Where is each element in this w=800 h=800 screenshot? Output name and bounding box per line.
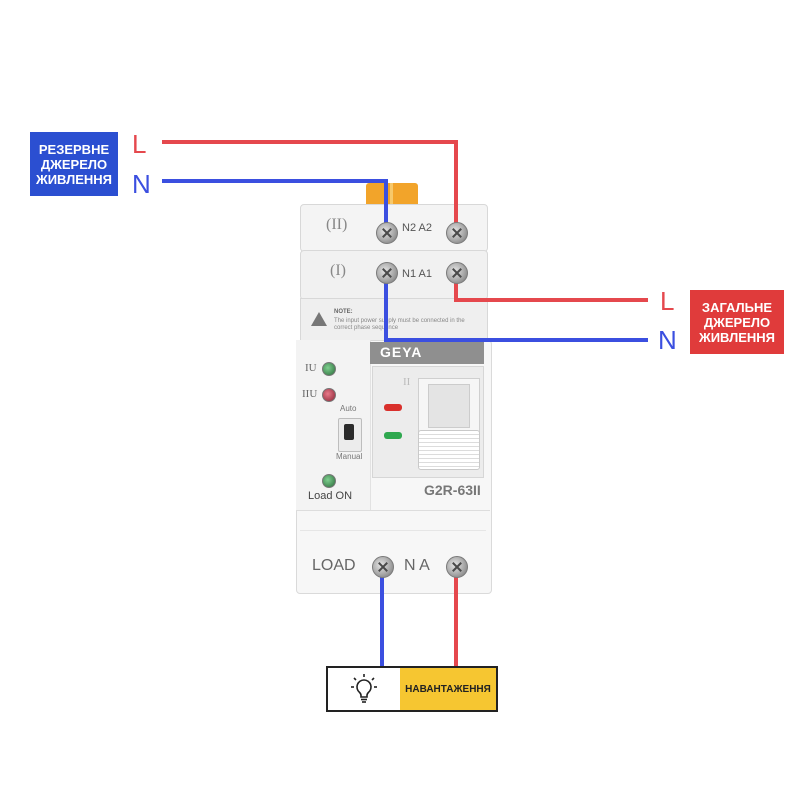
lower-separator: [296, 510, 490, 511]
switch-label-manual: Manual: [336, 452, 363, 461]
main-source-label: ЗАГАЛЬНЕ ДЖЕРЕЛО ЖИВЛЕННЯ: [698, 299, 776, 345]
model-label: G2R-63II: [424, 482, 481, 498]
lightbulb-icon: [351, 674, 377, 703]
backup-line-letter: L: [132, 129, 147, 159]
indicator-red: [384, 404, 402, 411]
bottom-load-label: LOAD: [312, 557, 356, 574]
note-text: The input power supply must be connected…: [334, 318, 465, 331]
orange-clip-divider: [390, 183, 393, 205]
terminal-a2: [446, 222, 468, 244]
load-label-cell: НАВАНТАЖЕННЯ: [400, 668, 496, 710]
load-on-label: Load ON: [308, 490, 353, 502]
load-on-led: [322, 474, 336, 488]
backup-neutral-letter: N: [132, 169, 151, 199]
backup-source-label: РЕЗЕРВНЕ ДЖЕРЕЛО ЖИВЛЕННЯ: [35, 141, 113, 187]
backup-source-box: РЕЗЕРВНЕ ДЖЕРЕЛО ЖИВЛЕННЯ: [30, 132, 118, 196]
main-line-letter: L: [660, 286, 675, 316]
bottom-na-label: N A: [404, 557, 430, 574]
mark-top-2: (I): [330, 262, 346, 279]
auto-manual-switch-knob: [344, 424, 354, 440]
note-title: NOTE:: [334, 309, 353, 315]
brand-label: GEYA: [380, 344, 423, 360]
terminal-a1: [446, 262, 468, 284]
auto-manual-switch[interactable]: [338, 418, 362, 452]
backup-line-wire: [162, 140, 458, 232]
indicator-green: [384, 432, 402, 439]
terminal-n1: [376, 262, 398, 284]
brand-band: [370, 342, 484, 364]
terminal-label-top-2: N1 A1: [402, 268, 432, 280]
main-neutral-letter: N: [658, 325, 677, 355]
note-panel: [300, 298, 488, 342]
lower-groove: [300, 530, 486, 531]
switch-handle[interactable]: [418, 430, 480, 470]
terminal-load-a: [446, 556, 468, 578]
warning-icon: [311, 312, 327, 326]
handle-recess: [428, 384, 470, 428]
load-label: НАВАНТАЖЕННЯ: [405, 683, 491, 695]
load-box: НАВАНТАЖЕННЯ: [326, 666, 498, 712]
led-1: [322, 362, 336, 376]
indicator-mark: II: [403, 376, 411, 388]
switch-label-auto: Auto: [340, 404, 357, 413]
mark-top-1: (II): [326, 216, 348, 233]
terminal-n2: [376, 222, 398, 244]
load-icon-cell: [328, 668, 400, 710]
main-line-wire: [454, 272, 648, 302]
main-source-box: ЗАГАЛЬНЕ ДЖЕРЕЛО ЖИВЛЕННЯ: [690, 290, 784, 354]
led-label-1: IU: [305, 362, 317, 374]
main-neutral-wire: [384, 272, 648, 342]
terminal-load-n: [372, 556, 394, 578]
terminal-label-top-1: N2 A2: [402, 222, 432, 234]
backup-neutral-wire: [162, 179, 388, 232]
led-2: [322, 388, 336, 402]
led-label-2: IIU: [302, 388, 318, 400]
